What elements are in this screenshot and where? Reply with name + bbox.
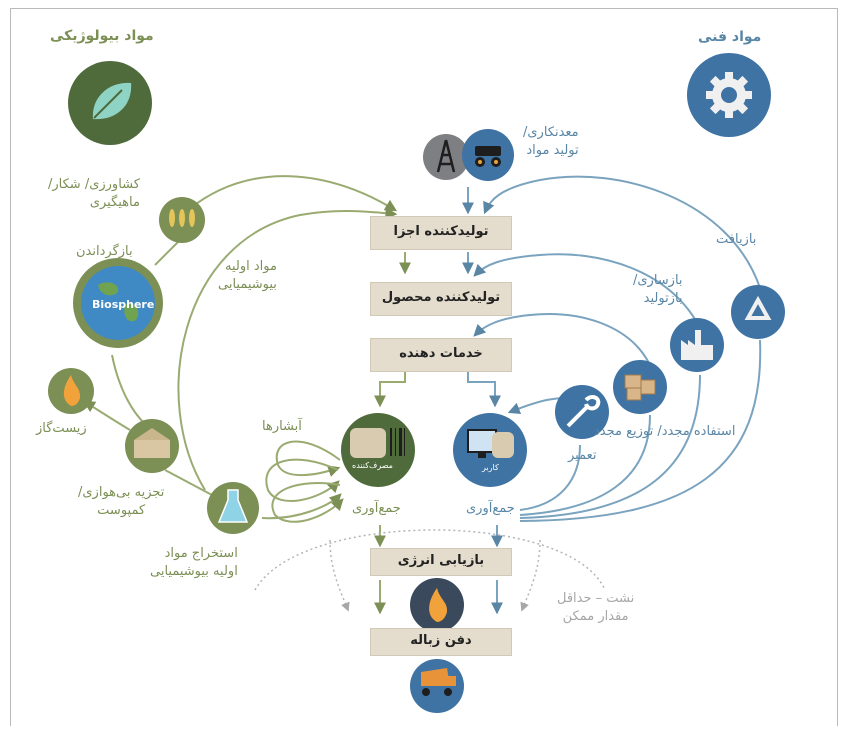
leaf-icon xyxy=(90,80,134,122)
dump-truck-icon xyxy=(421,668,456,696)
compost-icon xyxy=(134,428,170,458)
feedstock-label: مواد اولیه بیوشیمیایی xyxy=(218,258,277,294)
refurbish-label: بازسازی/ بازتولید xyxy=(633,272,683,308)
feedstock-label-line-1: مواد اولیه xyxy=(224,259,277,274)
technical-heading: مواد فنی xyxy=(698,29,762,45)
factory-icon xyxy=(681,330,713,360)
biological-flows xyxy=(82,175,411,615)
anaerobic-label: تجزیه بی‌هوازی/ کمپوست xyxy=(78,484,164,520)
biological-heading: مواد بیولوژیکی xyxy=(50,28,154,44)
extraction-label: استخراج مواد اولیه بیوشیمیایی xyxy=(150,545,238,581)
mining-label-line-2: تولید مواد xyxy=(526,143,579,158)
collect-to-recycle xyxy=(519,339,762,522)
collect-to-reuse xyxy=(519,414,651,516)
extraction-label-line-1: استخراج مواد xyxy=(164,546,238,561)
flow-reuse-arc xyxy=(473,313,651,366)
globe-land xyxy=(98,282,139,322)
collection-tech-label: جمع‌آوری xyxy=(466,501,515,516)
wheat-fish-icon xyxy=(169,209,195,227)
flow-service-consumer xyxy=(374,372,406,408)
cascades-label: آبشارها xyxy=(262,419,302,434)
flow-compost-extraction xyxy=(164,469,213,496)
flow-refurbish-arc xyxy=(473,253,701,329)
biogas-label: زیست‌گاز xyxy=(36,421,87,436)
cascade-loop-1 xyxy=(275,440,341,477)
flow-farming-biosphere xyxy=(154,241,179,266)
reuse-label: استفاده مجدد/ توزیع مجدد xyxy=(594,424,736,439)
leakage-label-line-1: نشت – حداقل xyxy=(557,591,635,606)
mining-truck-icon xyxy=(475,146,501,167)
parts-maker-box: تولیدکننده اجزا xyxy=(370,216,512,250)
user-computer-icon xyxy=(467,429,514,458)
leakage-flows xyxy=(254,529,606,612)
service-provider-box: خدمات دهنده xyxy=(370,338,512,372)
leakage-arc xyxy=(254,529,606,591)
flask-icon xyxy=(217,489,249,523)
oil-rig-icon xyxy=(436,139,456,173)
consumer-label: مصرف‌کننده xyxy=(352,461,393,470)
landfill-box: دفن زباله xyxy=(370,628,512,656)
user-label: کاربر xyxy=(482,463,499,472)
flow-extraction-consumer xyxy=(261,493,342,520)
biosphere-label: Biosphere xyxy=(92,298,155,311)
leakage-label: نشت – حداقل مقدار ممکن xyxy=(557,590,634,626)
mining-label-line-1: معدنکاری/ xyxy=(523,125,579,140)
fire-icon xyxy=(429,588,448,622)
maintain-label: تعمیر xyxy=(568,448,597,463)
cascade-loop-2 xyxy=(265,458,340,503)
boxes-icon xyxy=(624,374,656,401)
recycle-icon xyxy=(744,295,772,320)
flame-icon xyxy=(63,375,81,406)
flow-recycle-arc xyxy=(483,175,761,289)
technical-flows xyxy=(462,175,762,615)
product-maker-box: تولیدکننده محصول xyxy=(370,282,512,316)
recycle-label: بازیافت xyxy=(716,232,757,247)
leakage-left xyxy=(329,539,350,612)
refurbish-label-line-1: بازسازی/ xyxy=(633,273,683,288)
cascade-loop-3 xyxy=(271,482,344,523)
oil-rig-circle xyxy=(423,134,469,180)
anaerobic-label-line-1: تجزیه بی‌هوازی/ xyxy=(78,485,165,500)
flow-biosphere-compost xyxy=(111,354,147,426)
leakage-label-line-2: مقدار ممکن xyxy=(562,609,629,624)
flow-compost-biogas xyxy=(82,400,131,431)
gear-icon xyxy=(706,72,752,118)
mining-label: معدنکاری/ تولید مواد xyxy=(523,124,579,160)
refurbish-label-line-2: بازتولید xyxy=(643,291,683,306)
farming-label-line-2: ماهیگیری xyxy=(89,195,140,210)
farming-label: کشاورزی/ شکار/ ماهیگیری xyxy=(48,176,140,212)
flow-farming-to-parts xyxy=(187,175,398,212)
leakage-right xyxy=(520,539,541,612)
flow-service-user xyxy=(467,372,501,408)
energy-recovery-box: بازیابی انرژی xyxy=(370,548,512,576)
flow-feedstock-arc xyxy=(177,207,398,491)
collection-bio-label: جمع‌آوری xyxy=(352,501,401,516)
consumer-icon xyxy=(350,428,405,458)
extraction-label-line-2: اولیه بیوشیمیایی xyxy=(150,564,238,579)
feedstock-label-line-2: بیوشیمیایی xyxy=(218,277,277,292)
diagram-frame xyxy=(10,8,838,726)
collect-to-refurbish xyxy=(519,374,701,519)
collect-to-maintain xyxy=(519,444,581,511)
farming-label-line-1: کشاورزی/ شکار/ xyxy=(48,177,140,192)
recycle-circle xyxy=(731,285,785,339)
wrench-icon xyxy=(566,395,601,428)
anaerobic-label-line-2: کمپوست xyxy=(97,503,146,518)
restoration-label: بازگرداندن xyxy=(76,244,133,259)
